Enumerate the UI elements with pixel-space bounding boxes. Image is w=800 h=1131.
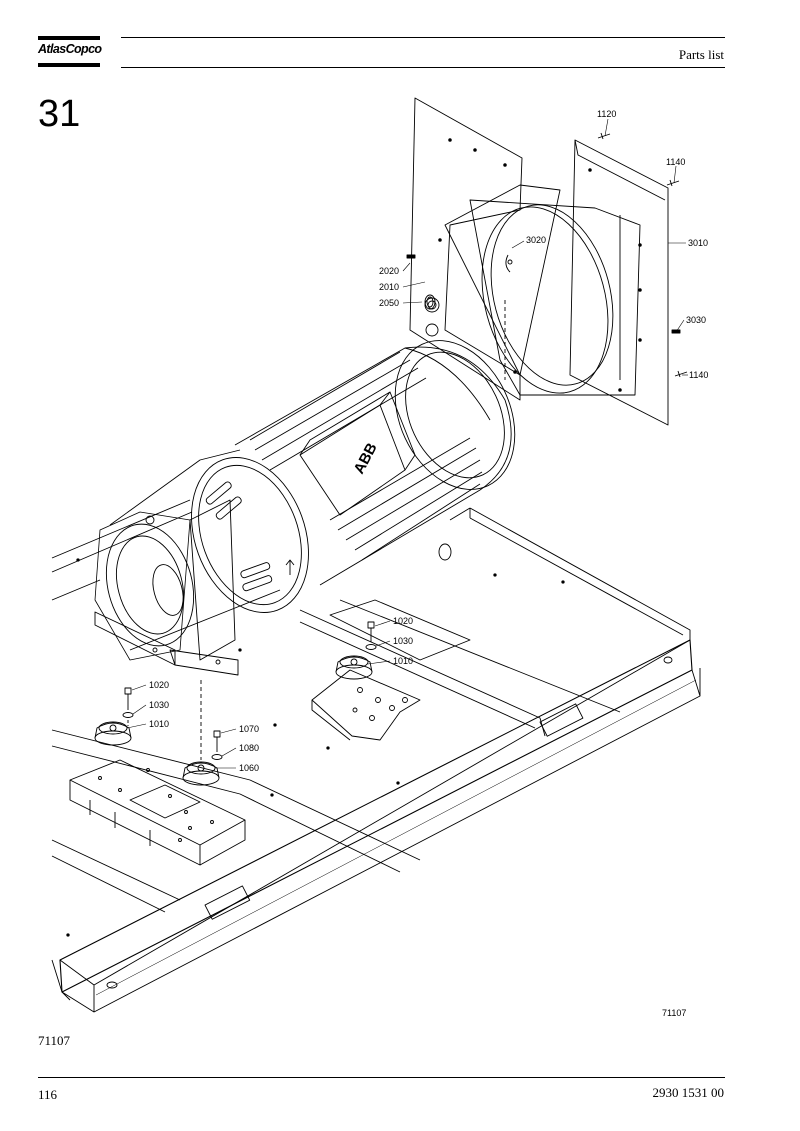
figure-id: 71107: [662, 1008, 686, 1018]
header-title: Parts list: [678, 47, 724, 62]
rear-mounting-bracket: [311, 599, 471, 741]
logo-text: AtlasCopco: [38, 42, 102, 56]
header-rule-top: [121, 37, 725, 38]
callout-1020-left: 1020: [149, 680, 169, 690]
document-number: 2930 1531 00: [652, 1085, 725, 1100]
callout-1030-right: 1030: [393, 636, 413, 646]
bolts-and-washers: [122, 300, 506, 760]
header-rule-bottom: [121, 67, 725, 68]
callout-1010-right: 1010: [393, 656, 413, 666]
small-parts: [406, 132, 688, 378]
figure-caption: 71107: [38, 1033, 71, 1048]
callout-1010-left: 1010: [149, 719, 169, 729]
electric-motor: [94, 340, 516, 676]
callout-1070: 1070: [239, 724, 259, 734]
callout-1030-left: 1030: [149, 700, 169, 710]
callout-labels: 1120 1140 3010 3020 2020 2010 2050 3030 …: [149, 109, 708, 1018]
front-mounting-bracket: [69, 759, 246, 866]
atlas-copco-logo: AtlasCopco: [38, 36, 102, 68]
callout-2050: 2050: [379, 298, 399, 308]
callout-2020: 2020: [379, 266, 399, 276]
callout-2010: 2010: [379, 282, 399, 292]
callout-3020: 3020: [526, 235, 546, 245]
page-number: 116: [38, 1087, 58, 1102]
logo-bar-bottom: [38, 63, 100, 67]
callout-1080: 1080: [239, 743, 259, 753]
callout-1120: 1120: [597, 109, 616, 119]
footer-rule: [38, 1077, 725, 1078]
callout-3030: 3030: [686, 315, 706, 325]
section-number: 31: [38, 93, 81, 135]
callout-3010: 3010: [688, 238, 708, 248]
callout-1140: 1140: [666, 157, 685, 167]
callout-1060: 1060: [239, 763, 259, 773]
callout-1140-lower: 1140: [689, 370, 708, 380]
anti-vibration-mounts: [94, 655, 373, 786]
motor-logo: ABB: [351, 440, 381, 477]
callout-1020-right: 1020: [393, 616, 413, 626]
fan-shroud-panel: [409, 97, 669, 426]
callout-leaders: [126, 118, 688, 769]
logo-bar-top: [38, 36, 100, 40]
base-frame: [51, 499, 701, 1013]
